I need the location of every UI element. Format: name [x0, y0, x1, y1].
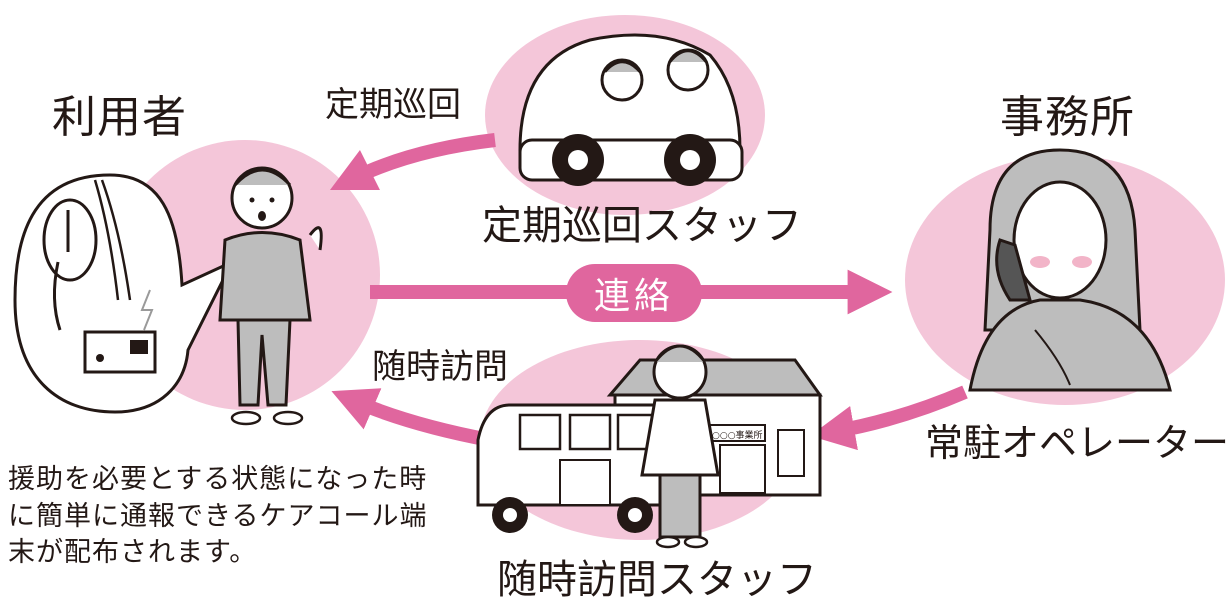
patrol-edge-label: 定期巡回 — [325, 85, 461, 125]
user-label: 利用者 — [52, 92, 187, 143]
office-label: 事務所 — [1000, 92, 1135, 143]
operator-icon — [968, 148, 1172, 392]
terminal-description: 援助を必要とする状態になった時に簡単に通報できるケアコール端末が配布されます。 — [8, 464, 428, 569]
visit-edge-label: 随時訪問 — [372, 347, 508, 387]
operator-arrow — [809, 385, 968, 451]
person-icon — [218, 166, 323, 426]
office-sign: ○○○事業所 — [712, 429, 763, 441]
car-icon — [518, 33, 744, 186]
care-call-terminal-icon — [13, 173, 236, 414]
van-icon — [476, 403, 692, 533]
visit-staff-person-icon — [640, 344, 720, 549]
patrol-staff-label: 定期巡回スタッフ — [482, 203, 802, 249]
visit-arrow — [331, 388, 492, 447]
operator-label: 常駐オペレーター — [925, 421, 1230, 465]
contact-badge: 連絡 — [566, 264, 702, 322]
visit-staff-label: 随時訪問スタッフ — [497, 557, 817, 603]
patrol-arrow — [329, 133, 496, 191]
